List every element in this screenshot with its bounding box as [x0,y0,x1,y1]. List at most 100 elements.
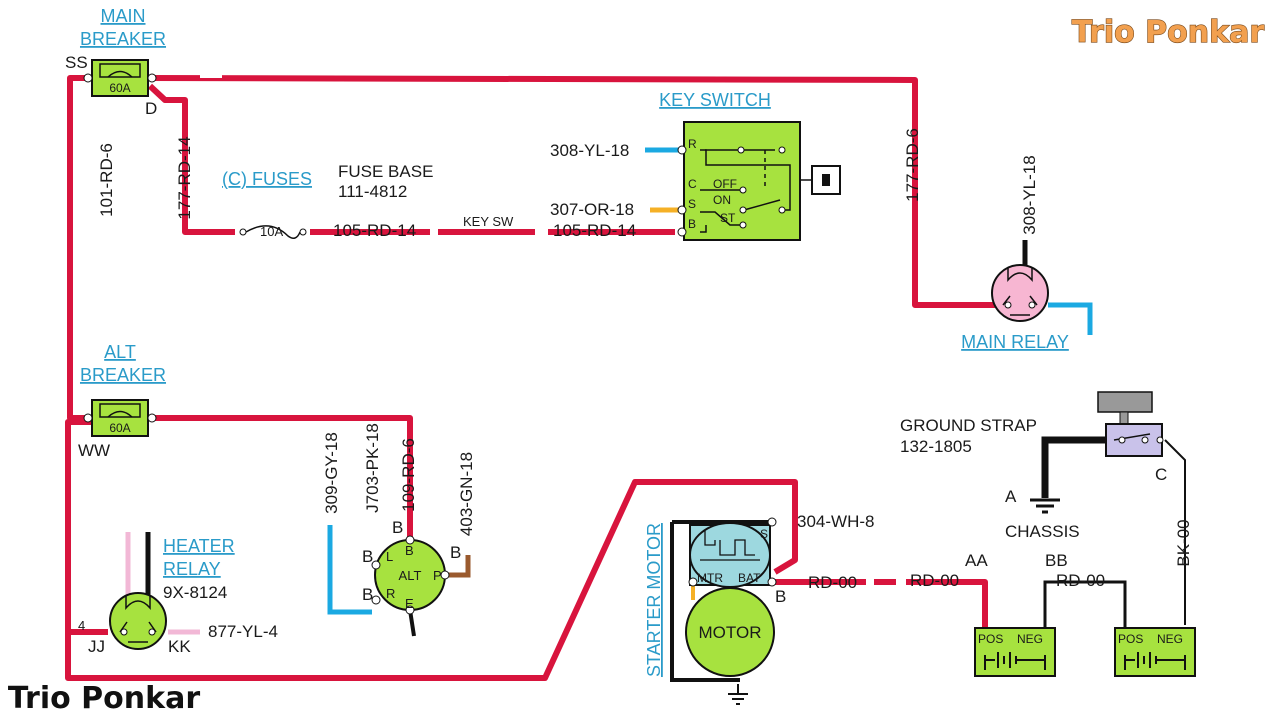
fuse-10a-icon [239,225,307,239]
label-105-rd-14-b: 105-RD-14 [553,221,636,240]
terminal-ss: SS [65,53,88,72]
alt-pin-b-left: B [362,547,373,566]
heater-relay-part: 9X-8124 [163,583,227,602]
label-105-rd-14-a: 105-RD-14 [333,221,416,240]
battery-1[interactable] [974,627,1056,677]
label-rd-00-a: RD-00 [808,573,857,592]
label-j703-pk-18: J703-PK-18 [363,423,382,513]
label-rd-00-b: RD-00 [910,571,959,590]
alt-pin-r: R [386,586,395,601]
power-wires [65,75,995,681]
watermark-bottom: Trio Ponkar [8,681,200,716]
battery-2[interactable] [1114,627,1196,677]
label-308-yl-18-a: 308-YL-18 [550,141,629,160]
wire-177-rd-14 [147,83,235,235]
starter-motor-title[interactable]: STARTER MOTOR [644,523,664,677]
ground-strap-part: 132-1805 [900,437,972,456]
motor-label: MOTOR [699,623,762,642]
starter-bat: BAT [738,571,761,585]
terminal-ww: WW [78,441,110,460]
label-key-sw: KEY SW [463,214,514,229]
alt-pin-b-right: B [450,543,461,562]
fuse-base-part: 111-4812 [338,182,407,201]
starter-motor[interactable] [685,517,777,677]
terminal-c: C [1155,465,1167,484]
label-308-yl-18-b: 308-YL-18 [1020,155,1039,234]
ks-pos-on: ON [713,193,731,207]
alt-label: ALT [399,568,422,583]
alt-pin-l: L [386,549,393,564]
starter-mtr: MTR [697,571,723,585]
ks-pos-off: OFF [713,177,737,191]
ks-pin-s: S [688,197,696,211]
alt-breaker-title[interactable]: ALT [104,342,136,362]
main-relay-title[interactable]: MAIN RELAY [961,332,1069,352]
alternator[interactable] [371,535,450,615]
alt-breaker[interactable]: 60A [83,399,157,437]
alt-pin-b-top: B [392,518,403,537]
alt-pin-b-left-2: B [362,585,373,604]
ks-pin-b: B [688,217,696,231]
label-177-rd-6: 177-RD-6 [903,128,922,202]
alt-pin-b-inner: B [405,543,414,558]
main-breaker-title[interactable]: MAIN [101,6,146,26]
terminal-d: D [145,99,157,118]
ground-wires [145,240,1186,682]
starter-s: S [760,527,768,541]
wire-109-rd-6 [150,415,413,540]
label-177-rd-14: 177-RD-14 [175,136,194,219]
wire-177-rd-6 [149,75,995,308]
wire-rd-00-aa [770,579,988,632]
label-rd-00-c: RD-00 [1056,571,1105,590]
ground-strap[interactable] [1097,391,1164,457]
alt-pin-p: P [433,568,442,583]
wire-breaks [200,70,906,586]
wire-403-gn-18 [445,555,471,578]
heater-relay[interactable] [109,592,167,650]
alt-pin-e: E [405,596,414,611]
starter-b: B [775,587,786,606]
fuse-rating: 10A [260,224,283,239]
chassis-label: CHASSIS [1005,522,1080,541]
label-307-or-18: 307-OR-18 [550,200,634,219]
key-switch-title[interactable]: KEY SWITCH [659,90,771,110]
label-309-gy-18: 309-GY-18 [322,432,341,514]
wire-alt-to-starter [65,419,798,681]
battery-2-pos: POS [1118,632,1143,646]
fuses-title[interactable]: (C) FUSES [222,169,312,189]
main-relay[interactable] [991,264,1049,322]
ks-pin-r: R [688,137,697,151]
starter-ground-icon [728,684,748,705]
chassis-ground-icon [1030,498,1060,514]
ground-strap-title: GROUND STRAP [900,416,1037,435]
battery-2-neg: NEG [1157,632,1183,646]
label-bk-00: BK-00 [1174,519,1193,566]
terminal-bb: BB [1045,551,1068,570]
ks-pos-st: ST [720,211,736,225]
terminal-a: A [1005,487,1017,506]
alt-breaker-title-2[interactable]: BREAKER [80,365,166,385]
terminal-aa: AA [965,551,988,570]
battery-1-neg: NEG [1017,632,1043,646]
terminal-jj: JJ [88,637,105,656]
label-403-gn-18: 403-GN-18 [457,452,476,536]
battery-1-pos: POS [978,632,1003,646]
wire-309-gy-18 [327,525,372,615]
signal-wires-blue [327,147,1093,615]
label-877-yl-4: 877-YL-4 [208,622,278,641]
heater-relay-title[interactable]: HEATER [163,536,235,556]
main-breaker-title-2[interactable]: BREAKER [80,29,166,49]
fuse-base-label: FUSE BASE [338,162,433,181]
terminal-kk: KK [168,637,191,656]
heater-relay-title-2[interactable]: RELAY [163,559,221,579]
wire-main-relay-out [1048,302,1093,335]
main-breaker[interactable]: 60A [83,59,157,97]
heater-pin-4: 4 [78,618,85,633]
alt-breaker-rating: 60A [109,421,130,435]
label-109-rd-6: 109-RD-6 [399,438,418,512]
key-switch[interactable] [677,121,841,241]
label-101-rd-6: 101-RD-6 [97,143,116,217]
wire-101-rd-6 [67,75,92,421]
